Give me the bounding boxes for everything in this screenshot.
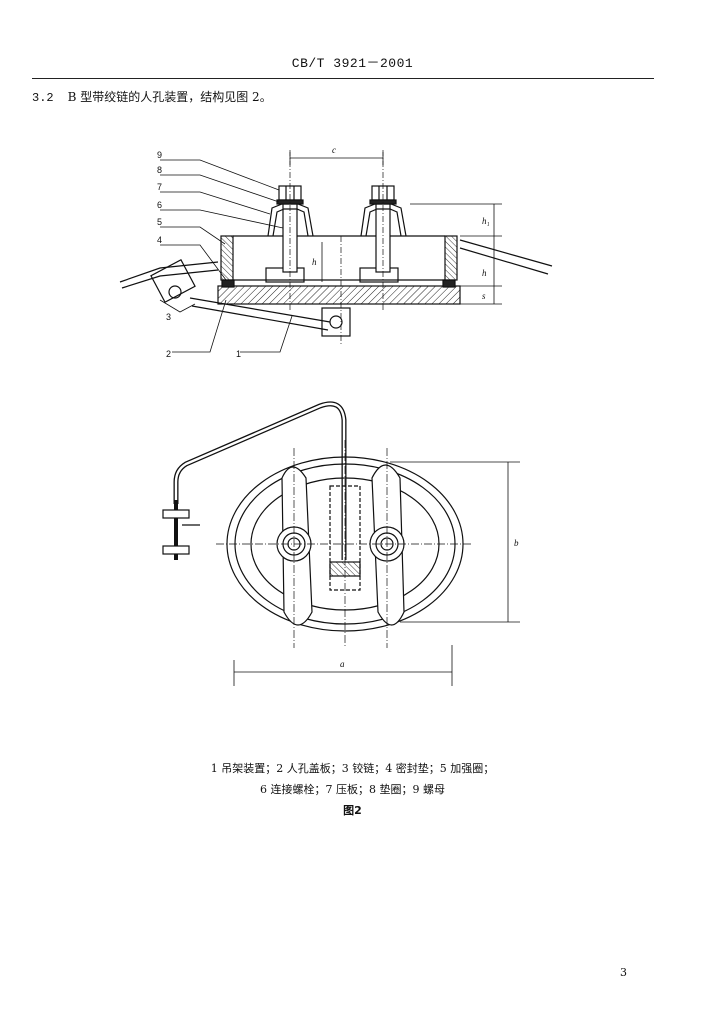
lifting-bar-outer — [173, 401, 347, 560]
reinforcing-ring-left — [220, 235, 234, 281]
part-label-6: 6 — [157, 200, 162, 210]
page-number: 3 — [620, 966, 627, 979]
part-label-1: 1 — [236, 349, 241, 359]
section-number: 3.2 — [32, 91, 54, 105]
part-label-5: 5 — [157, 217, 162, 227]
part-label-8: 8 — [157, 165, 162, 175]
dim-label-h: h — [482, 268, 487, 278]
lifting-nut-bottom — [162, 545, 190, 555]
dim-label-h-center: h — [312, 257, 317, 267]
dim-label-a: a — [340, 659, 345, 669]
part-label-4: 4 — [157, 235, 162, 245]
reinforcing-ring-right — [444, 235, 458, 281]
part-label-9: 9 — [157, 150, 162, 160]
dim-label-b: b — [514, 538, 519, 548]
cover-plate — [217, 285, 461, 305]
part-label-2: 2 — [166, 349, 171, 359]
figure-label: 图2 — [343, 804, 362, 817]
section-text: B 型带绞链的人孔装置，结构见图 2。 — [67, 90, 272, 104]
dim-label-s: s — [482, 291, 486, 301]
seal-gasket-left — [221, 279, 235, 288]
section-view — [119, 150, 553, 353]
dim-label-h1: h₁ — [482, 216, 490, 226]
plan-view — [162, 401, 520, 686]
part-label-7: 7 — [157, 182, 162, 192]
part-label-3: 3 — [166, 312, 171, 322]
lifting-nut-top — [162, 509, 190, 519]
seal-gasket-right — [442, 279, 456, 288]
section-3-2: 3.2 B 型带绞链的人孔装置，结构见图 2。 — [32, 88, 272, 105]
hinge-arm — [189, 297, 331, 323]
standard-code-header: CB/T 3921－2001 — [291, 56, 414, 71]
hinge-pin-left — [168, 285, 182, 299]
dim-label-c: c — [332, 145, 336, 155]
figure-caption-line-2: 6 连接螺栓；7 压板；8 垫圈；9 螺母 — [260, 783, 445, 796]
hinge-block — [321, 307, 351, 337]
figure-caption-line-1: 1 吊架装置；2 人孔盖板；3 铰链；4 密封垫；5 加强圈； — [210, 762, 495, 775]
header-rule — [32, 78, 654, 79]
